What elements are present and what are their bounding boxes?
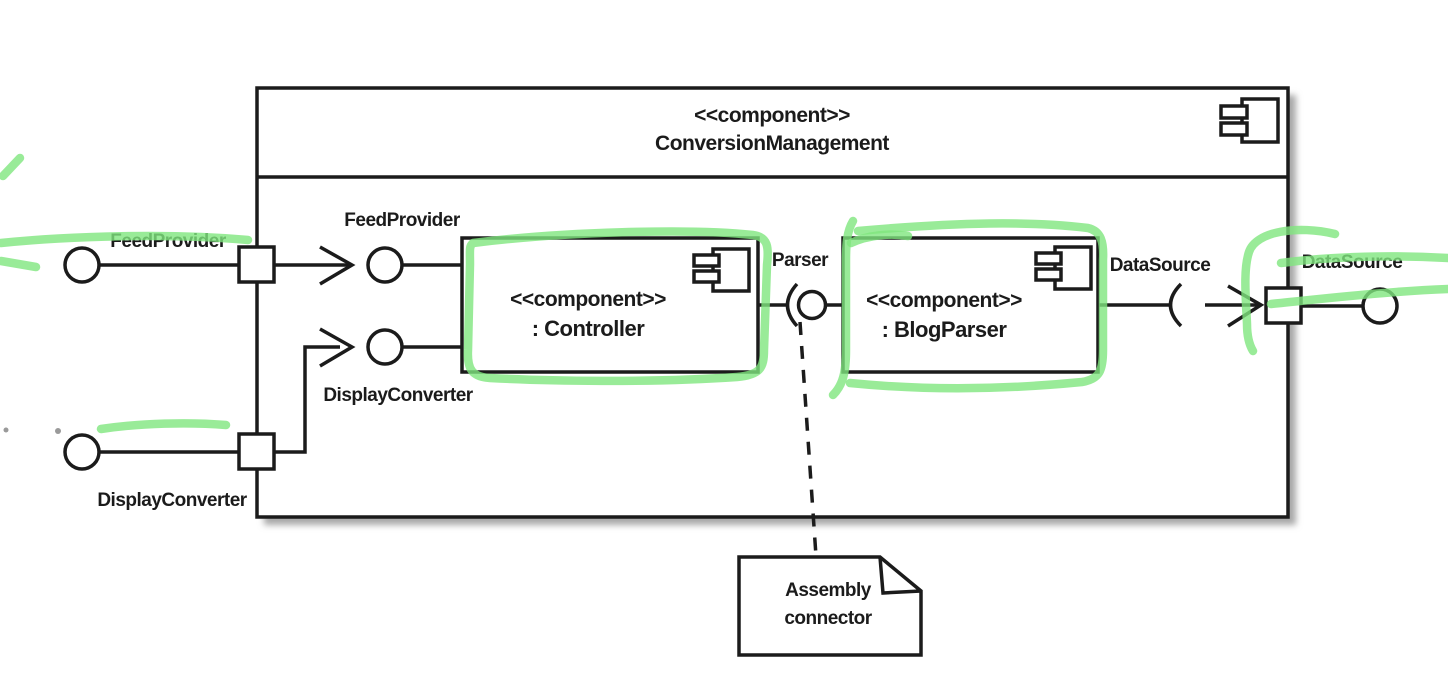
outer-component-stereotype: <<component>>: [694, 104, 850, 127]
datasource-internal-label: DataSource: [1110, 255, 1211, 276]
component-icon: [1219, 97, 1280, 144]
highlight-slash-top-left: [0, 153, 25, 181]
datasource-socket-icon: [1168, 282, 1183, 328]
component-controller: <<component>> : Controller: [460, 236, 760, 374]
connector-parser-assembly: Parser: [758, 250, 843, 328]
feedprovider-lollipop-icon: [63, 246, 101, 284]
highlight-datasource-swirl: [1241, 225, 1340, 356]
displayconverter-port-icon: [237, 432, 276, 471]
open-arrow-icon: [319, 245, 356, 286]
highlight-controller-outline: [463, 227, 773, 386]
feedprovider-ball-icon: [366, 246, 404, 284]
highlight-left-short: [0, 256, 41, 272]
displayconverter-external-label: DisplayConverter: [97, 490, 247, 511]
highlight-feedprovider-line: [0, 231, 253, 248]
feedprovider-internal-label: FeedProvider: [344, 210, 461, 231]
connector-feedprovider-internal: FeedProvider: [274, 210, 462, 286]
highlight-datasource-label-line: [1276, 252, 1448, 268]
highlight-blogparser-outline: [845, 219, 1108, 393]
highlight-datasource-circle-line: [1266, 284, 1448, 309]
connector-displayconverter-internal: DisplayConverter: [274, 327, 474, 454]
outer-component-conversionmanagement: <<component>> ConversionManagement: [255, 86, 1290, 519]
controller-stereotype: <<component>>: [510, 288, 666, 311]
displayconverter-internal-label: DisplayConverter: [323, 385, 473, 406]
outer-component-name: ConversionManagement: [655, 132, 889, 155]
open-arrow-icon: [319, 327, 356, 368]
displayconverter-ball-icon: [366, 328, 404, 366]
highlight-displayconverter-line: [96, 419, 231, 434]
outer-component-box: [255, 86, 1290, 519]
note-text-line1: Assembly: [785, 580, 872, 601]
component-blogparser: <<component>> : BlogParser: [841, 236, 1100, 374]
note-anchor-dashed-line: [798, 321, 818, 557]
note-assembly-connector: Assembly connector: [737, 555, 923, 657]
highlighter-marks: [0, 153, 1448, 434]
connector-datasource-internal: DataSource: [1098, 255, 1265, 328]
feedprovider-port-icon: [237, 245, 276, 284]
controller-name: : Controller: [532, 316, 645, 341]
highlight-blogparser-left: [828, 216, 858, 400]
component-icon: [1034, 245, 1093, 291]
scan-artifact-dots: [3, 427, 61, 434]
note-text-line2: connector: [784, 608, 872, 629]
note-fold-icon: [878, 556, 922, 595]
displayconverter-lollipop-icon: [63, 433, 101, 471]
highlight-blogparser-top-hook: [846, 230, 913, 248]
component-icon: [692, 247, 751, 293]
open-arrow-icon: [1227, 284, 1265, 328]
interface-displayconverter-external: DisplayConverter: [63, 432, 276, 511]
blogparser-stereotype: <<component>>: [866, 289, 1022, 312]
note-shape: [737, 555, 923, 657]
blogparser-name: : BlogParser: [882, 317, 1008, 342]
parser-label: Parser: [772, 250, 829, 271]
parser-socket-icon: [785, 282, 799, 328]
parser-ball-icon: [796, 289, 828, 321]
